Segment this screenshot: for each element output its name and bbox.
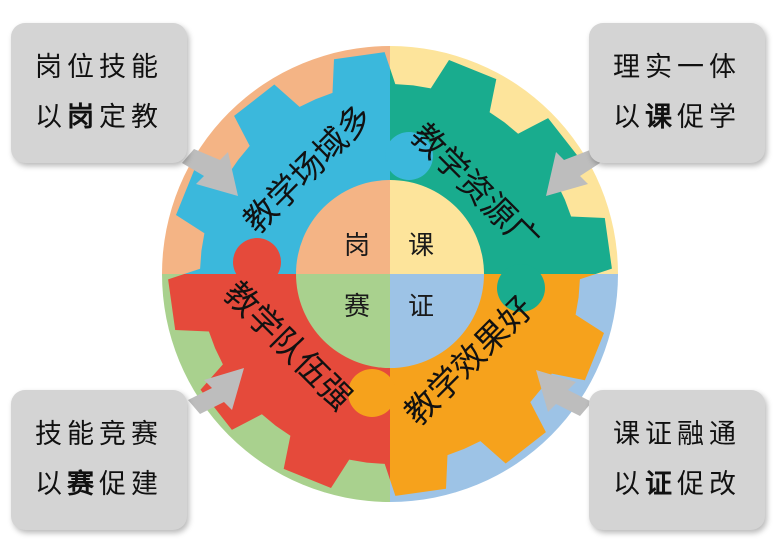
callout-top-right: 理实一体 以课促学: [589, 23, 765, 163]
callout-bottom-right: 课证融通 以证促改: [589, 390, 765, 530]
arrow-bottom-left: [188, 368, 244, 414]
callout-bottom-left: 技能竞赛 以赛促建: [11, 390, 187, 530]
puzzle-knob-left: [233, 238, 281, 286]
arrow-top-right: [546, 150, 600, 196]
hub-label-zheng: 证: [408, 292, 434, 322]
callout-top-right-line2: 以课促学: [613, 102, 741, 133]
callout-top-right-line1: 理实一体: [613, 52, 741, 83]
hub-quadrant-top-right: [390, 180, 484, 274]
hub-quadrant-bottom-right: [390, 274, 484, 368]
callout-top-left-line1: 岗位技能: [35, 52, 163, 83]
hub-quadrant-top-left: [296, 180, 390, 274]
puzzle-knob-right: [497, 264, 545, 312]
hub-label-sai: 赛: [344, 292, 370, 322]
arrow-bottom-right: [536, 370, 592, 416]
callout-top-left: 岗位技能 以岗定教: [11, 23, 187, 163]
hub-label-gang: 岗: [344, 231, 370, 261]
puzzle-knob-bottom: [348, 369, 396, 417]
puzzle-knob-top: [385, 132, 433, 180]
hub-label-ke: 课: [408, 231, 434, 261]
callout-bottom-right-line1: 课证融通: [613, 419, 741, 450]
callout-top-left-line2: 以岗定教: [35, 102, 163, 133]
arrow-top-left: [182, 149, 238, 196]
hub-quadrant-bottom-left: [296, 274, 390, 368]
callout-bottom-left-line2: 以赛促建: [35, 469, 163, 500]
callout-bottom-left-line1: 技能竞赛: [35, 419, 163, 450]
callout-bottom-right-line2: 以证促改: [613, 469, 741, 500]
